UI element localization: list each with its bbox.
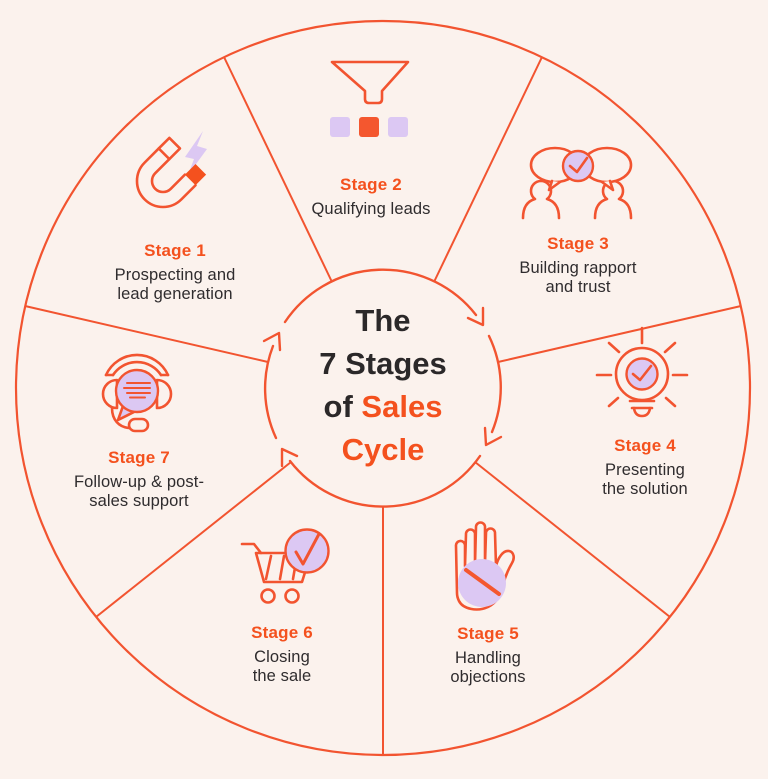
check-circle-icon	[625, 357, 659, 391]
hand-block-icon	[454, 521, 515, 611]
lightbulb-check-icon	[595, 326, 689, 418]
title-line-2: 7 Stages	[319, 346, 447, 381]
check-mark-icon	[294, 532, 321, 566]
chat-text-lines-icon	[123, 382, 151, 399]
cycle-arrowhead-icon	[483, 426, 503, 447]
title-line-4: Cycle	[341, 432, 425, 467]
stage-6-label: Stage 6	[251, 623, 313, 642]
lightning-bolt-icon	[185, 131, 207, 175]
lead-square-icon	[359, 117, 379, 137]
ear-cup-icon	[101, 378, 119, 410]
stage-1-label: Stage 1	[144, 241, 206, 260]
stage-3-label: Stage 3	[547, 234, 609, 253]
speech-bubble-icon	[114, 368, 160, 414]
check-circle-icon	[561, 149, 595, 183]
magnet-icon	[135, 131, 207, 209]
stage-5-label: Stage 5	[457, 624, 519, 643]
headset-icon	[101, 353, 173, 433]
cycle-arrowhead-icon	[280, 447, 299, 468]
title-line-3: of Sales	[323, 389, 443, 424]
mic-arm-icon	[110, 406, 131, 430]
stage-7-desc: Follow-up & post-sales support	[73, 473, 205, 511]
lead-square-icon	[330, 117, 350, 137]
stage-4-label: Stage 4	[614, 436, 676, 455]
ear-cup-icon	[155, 378, 173, 410]
cart-check-icon	[240, 528, 330, 604]
check-mark-icon	[631, 364, 653, 382]
lead-square-icon	[388, 117, 408, 137]
cycle-arrows-circle	[262, 268, 503, 508]
cart-wheel-icon	[260, 588, 276, 604]
cycle-arrowhead-icon	[466, 306, 485, 327]
stage-7-block: Stage 7 Follow-up & post-sales support	[74, 448, 204, 512]
check-mark-icon	[568, 156, 589, 174]
title-line-1: The	[355, 303, 411, 338]
person-icon	[521, 179, 561, 220]
conversation-check-icon	[521, 146, 633, 220]
light-rays-icon	[595, 326, 689, 408]
speech-bubble-tail-icon	[116, 404, 136, 422]
funnel-icon	[330, 60, 410, 137]
stage-2-desc: Qualifying leads	[311, 200, 431, 218]
segment-spokes	[24, 56, 742, 755]
cycle-arrowhead-icon	[262, 331, 282, 352]
stage-2-block: Stage 2 Qualifying leads	[311, 175, 430, 219]
cart-wheel-icon	[284, 588, 300, 604]
stage-7-label: Stage 7	[108, 448, 170, 467]
center-title: The 7 Stages of Sales Cycle	[319, 299, 447, 471]
mic-icon	[127, 417, 150, 433]
block-slash-icon	[464, 568, 501, 596]
check-circle-icon	[284, 528, 330, 574]
stage-2-label: Stage 2	[340, 175, 402, 194]
